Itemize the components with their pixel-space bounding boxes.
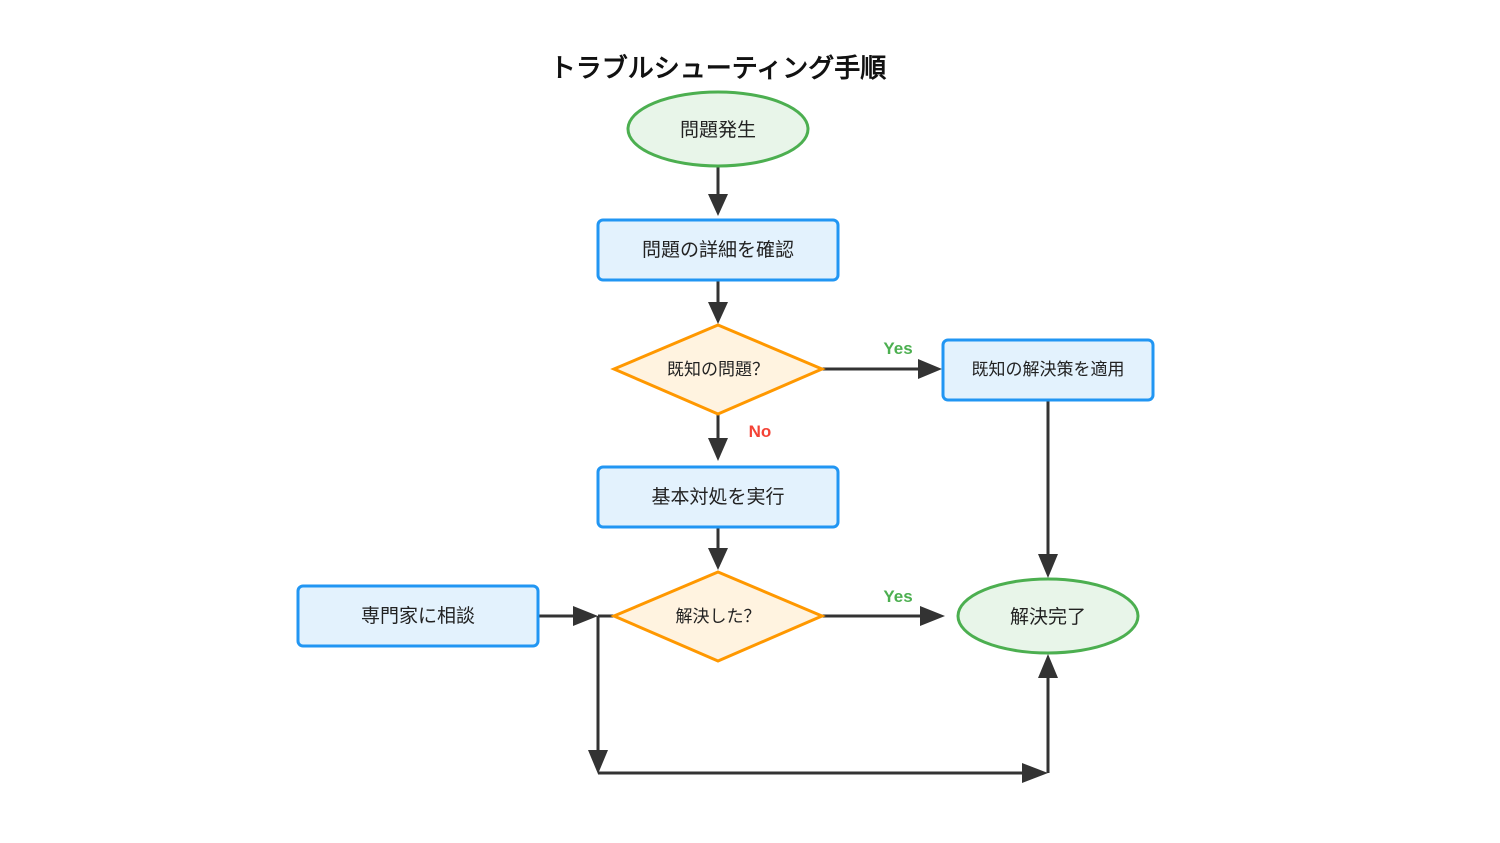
arrowhead (1022, 763, 1048, 783)
node-check-details-label: 問題の詳細を確認 (642, 239, 794, 261)
arrowhead (588, 750, 608, 774)
node-resolved-label: 解決した？ (676, 607, 761, 627)
node-check-details: 問題の詳細を確認 (596, 218, 840, 282)
arrowhead (708, 194, 728, 216)
node-known-issue-label: 既知の問題？ (667, 360, 769, 380)
arrowhead (573, 606, 598, 626)
node-done-label: 解決完了 (1010, 606, 1086, 628)
node-start-label: 問題発生 (680, 119, 756, 141)
node-basic-action: 基本対処を実行 (596, 465, 840, 529)
edge-label-resolved-yes: Yes (883, 587, 912, 606)
node-known-issue: 既知の問題？ (610, 323, 826, 416)
arrowhead (918, 359, 942, 379)
node-consult-expert-label: 専門家に相談 (361, 605, 475, 627)
arrowhead (708, 548, 728, 570)
node-done: 解決完了 (956, 577, 1140, 655)
node-apply-known-fix-label: 既知の解決策を適用 (972, 360, 1125, 380)
node-basic-action-label: 基本対処を実行 (651, 486, 784, 508)
edge-label-known-no: No (749, 422, 772, 441)
arrowhead (920, 606, 945, 626)
node-apply-known-fix: 既知の解決策を適用 (941, 338, 1155, 402)
node-consult-expert: 専門家に相談 (296, 584, 540, 648)
node-resolved: 解決した？ (610, 570, 826, 663)
diagram-title: トラブルシューティング手順 (550, 53, 887, 84)
edge-label-known-yes: Yes (883, 339, 912, 358)
arrowhead (1038, 554, 1058, 578)
arrowhead (708, 438, 728, 461)
arrowhead (708, 302, 728, 324)
arrowhead (1038, 654, 1058, 678)
node-start: 問題発生 (626, 90, 810, 168)
